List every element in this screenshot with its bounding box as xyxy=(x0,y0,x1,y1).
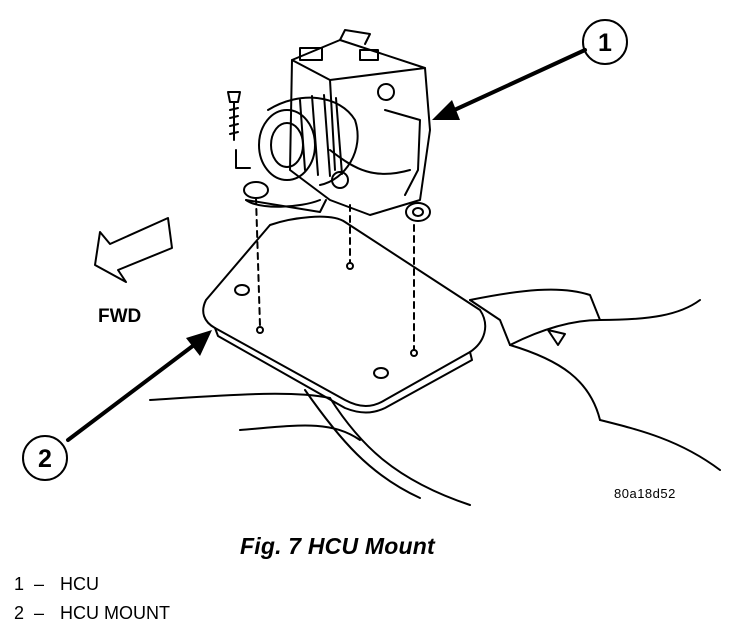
fwd-label: FWD xyxy=(98,306,141,327)
figure-caption: Fig. 7 HCU Mount xyxy=(240,533,435,559)
install-lines xyxy=(255,197,415,350)
figure-code: 80a18d52 xyxy=(614,486,676,501)
leader-line-2 xyxy=(66,340,200,442)
fwd-arrow-icon xyxy=(94,217,173,283)
legend-number: 1 xyxy=(14,574,25,594)
legend-label: HCU MOUNT xyxy=(60,603,170,623)
legend-dash: – xyxy=(34,603,45,623)
hcu-mount-drawing: 1 2 FWD xyxy=(22,19,721,506)
legend: 1 – HCU 2 – HCU MOUNT xyxy=(14,570,170,628)
legend-item: 1 – HCU xyxy=(14,570,170,599)
frame-rail xyxy=(149,288,721,506)
leader-arrowhead-2-icon xyxy=(186,330,212,356)
legend-item: 2 – HCU MOUNT xyxy=(14,599,170,628)
leader-arrowhead-1-icon xyxy=(432,100,460,120)
hcu-mount-illustration: 1 2 FWD 80a18d52 xyxy=(22,19,721,506)
hcu-unit xyxy=(227,29,431,222)
legend-dash: – xyxy=(34,574,45,594)
legend-label: HCU xyxy=(60,574,99,594)
callout-1-circle xyxy=(582,19,628,65)
mount-plate xyxy=(202,215,487,414)
leader-line-1 xyxy=(448,48,587,114)
legend-number: 2 xyxy=(14,603,25,623)
callout-1-number: 1 xyxy=(598,29,612,57)
callout-2-number: 2 xyxy=(38,445,52,473)
callout-2-circle xyxy=(22,435,68,481)
